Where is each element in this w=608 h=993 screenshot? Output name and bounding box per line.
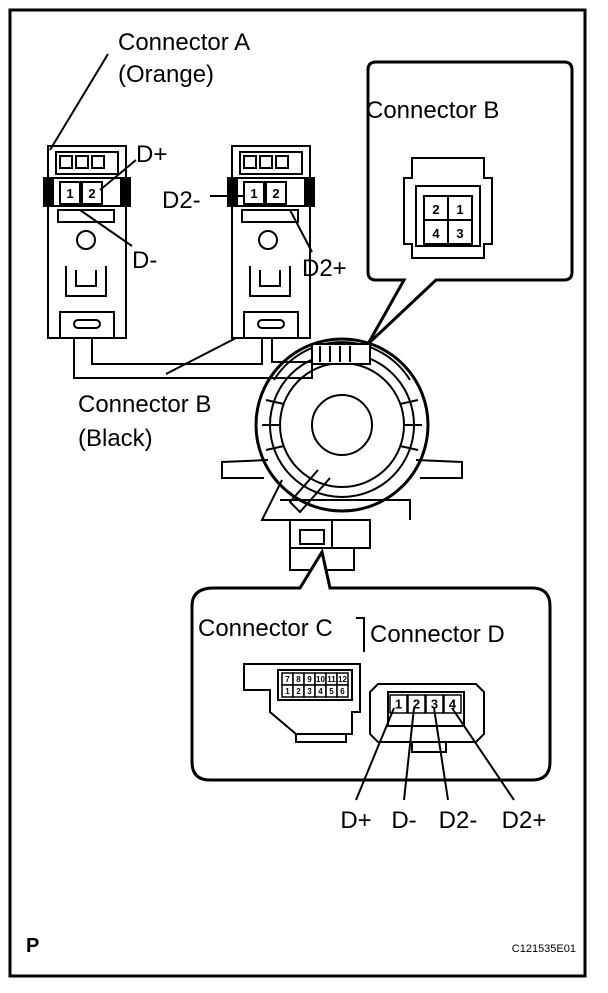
figure-code: C121535E01 — [512, 943, 576, 955]
leader-lines — [49, 53, 515, 801]
connector-a-pin-1: 1 — [59, 181, 81, 205]
connector-c-pin-10-label: 10 — [316, 675, 325, 684]
connector-c-pin-1-label: 1 — [285, 687, 290, 696]
callout-connector-d-title: Connector D — [370, 621, 505, 648]
connector-b-view-pin-3 — [447, 219, 473, 245]
connector-d-pin-1-label: 1 — [395, 697, 402, 712]
connector-c-pin-8-label: 8 — [296, 675, 301, 684]
connector-c-pin-3-label: 3 — [307, 687, 312, 696]
connector-a-pin-2-label: 2 — [88, 186, 95, 201]
connector-d-pin-2-box — [407, 694, 426, 714]
bottom-label-dminus: D- — [391, 807, 416, 834]
connector-b-color: (Black) — [78, 425, 153, 452]
bottom-label-dplus: D+ — [340, 807, 371, 834]
connector-c-pin-9: 9 — [303, 672, 316, 686]
connector-c-pin-11: 11 — [325, 672, 338, 686]
connector-a-dminus-label: D- — [132, 247, 157, 274]
connector-b-view-pin-3-label: 3 — [456, 226, 463, 241]
connector-d-pin-4-box — [443, 694, 462, 714]
connector-d-pin-3-label: 3 — [431, 697, 438, 712]
connector-c-pin-9-label: 9 — [307, 675, 312, 684]
spiral-cable-assembly — [221, 337, 463, 571]
connector-c-pin-5-label: 5 — [329, 687, 334, 696]
connector-c-pin-1: 1 — [281, 684, 294, 698]
connector-d-pin-4-label: 4 — [449, 697, 457, 712]
connector-a-dplus-label: D+ — [136, 141, 167, 168]
connector-a-pin-2: 2 — [81, 181, 103, 205]
connector-c-pin-12-label: 12 — [338, 675, 347, 684]
connector-b-pin-2: 2 — [265, 181, 287, 205]
connector-a-name: Connector A — [118, 29, 250, 56]
connector-c-pin-6: 6 — [336, 684, 349, 698]
corner-letter: P — [26, 935, 39, 957]
connector-a-pin-1-label: 1 — [66, 186, 73, 201]
connector-c-pin-2: 2 — [292, 684, 305, 698]
connector-b-pin-2-label: 2 — [272, 186, 279, 201]
connector-c-pin-3: 3 — [303, 684, 316, 698]
connector-c-pin-5: 5 — [325, 684, 338, 698]
connector-c-pin-4-label: 4 — [318, 687, 323, 696]
bottom-label-d2minus: D2- — [439, 807, 478, 834]
connector-b-view-pin-2-label: 2 — [432, 202, 439, 217]
connector-b-view-pin-1-label: 1 — [456, 202, 463, 217]
bottom-label-d2plus: D2+ — [502, 807, 547, 834]
connector-c-pin-12: 12 — [336, 672, 349, 686]
connector-d-drawing — [369, 683, 485, 753]
connector-d-pin-2-label: 2 — [413, 697, 420, 712]
connector-c-pin-6-box — [336, 684, 349, 698]
connector-c-pin-6-label: 6 — [340, 687, 345, 696]
connector-b-view-pin-4-label: 4 — [432, 226, 440, 241]
connector-d-pin-4: 4 — [443, 694, 462, 714]
connector-b-d2plus-label: D2+ — [302, 255, 347, 282]
connector-c-pin-10: 10 — [314, 672, 327, 686]
connector-b-face-view: 2 1 4 3 — [403, 157, 493, 259]
connector-c-pin-4: 4 — [314, 684, 327, 698]
connector-a-color: (Orange) — [118, 61, 214, 88]
connector-c-pin-8: 8 — [292, 672, 305, 686]
connector-d-pin-2: 2 — [407, 694, 426, 714]
callout-connector-c-title: Connector C — [198, 615, 333, 642]
connector-c-pin-11-label: 11 — [327, 675, 336, 684]
callout-b-title: Connector B — [366, 97, 499, 124]
connector-b-pin-1-label: 1 — [250, 186, 257, 201]
connector-c-pin-2-label: 2 — [296, 687, 301, 696]
connector-c-pin-7: 7 — [281, 672, 294, 686]
connector-b-name: Connector B — [78, 391, 211, 418]
connector-b-d2minus-label: D2- — [162, 187, 201, 214]
connector-c-pin-7-label: 7 — [285, 675, 290, 684]
connector-b-pin-1: 1 — [243, 181, 265, 205]
connector-b-body — [227, 145, 315, 339]
